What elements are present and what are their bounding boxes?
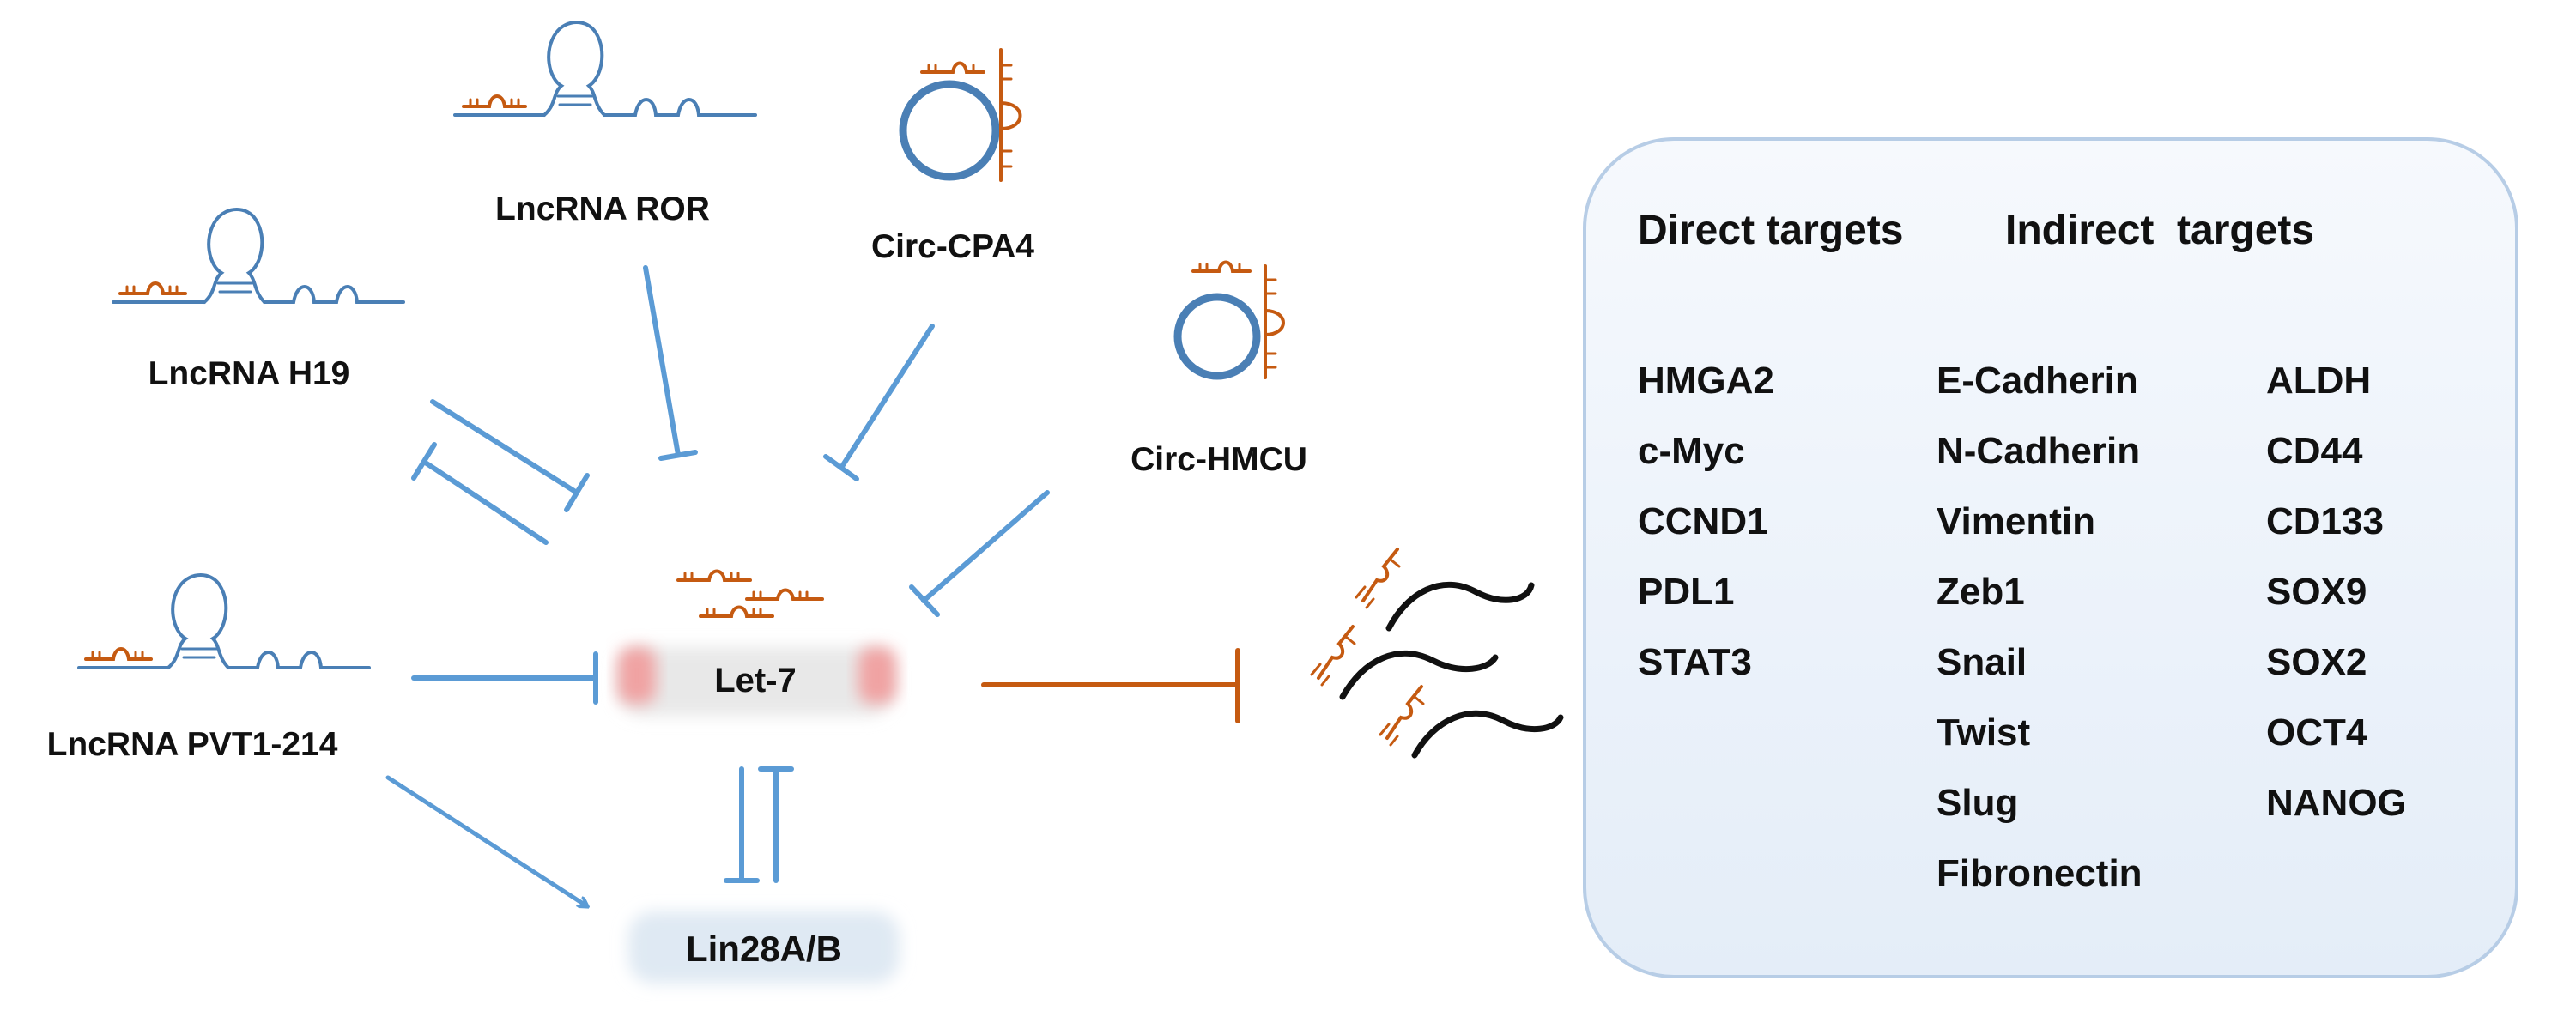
target-gene-indirect_stem-4: SOX2 [2266,641,2367,683]
target-gene-indirect_emt-2: Vimentin [1937,500,2095,542]
target-gene-indirect_stem-3: SOX9 [2266,571,2367,613]
edge-pvt1-activates-lin28 [385,775,587,906]
target-gene-indirect_emt-0: E-Cadherin [1937,360,2138,402]
edge-h19-inhibits-let7-bar [564,473,590,512]
target-gene-direct-4: STAT3 [1638,641,1752,683]
edge-let7-inhibits-targets [981,648,1240,723]
target-gene-indirect_stem-1: CD44 [2266,430,2363,472]
lin28-node: Lin28A/B [628,911,900,984]
lin28-blur-background [628,911,900,984]
edge-ror-inhibits-let7-bar [658,450,698,461]
label-let7: Let-7 [714,662,797,699]
edge-hmcu-inhibits-let7 [921,490,1050,603]
target-gene-indirect_stem-2: CD133 [2266,500,2384,542]
target-gene-direct-3: PDL1 [1638,571,1734,613]
target-mrna-icon [1310,548,1564,759]
edge-hmcu-inhibits-let7-bar [909,584,940,617]
label-lin28ab: Lin28A/B [686,929,842,969]
edge-cpa4-inhibits-let7-bar [823,454,859,481]
target-gene-indirect_emt-5: Twist [1937,711,2031,754]
target-gene-indirect_stem-0: ALDH [2266,360,2371,402]
target-gene-indirect_emt-1: N-Cadherin [1937,430,2140,472]
target-gene-indirect_emt-7: Fibronectin [1937,852,2143,894]
target-gene-indirect_stem-6: NANOG [2266,782,2407,824]
label-lncrna-pvt1-214: LncRNA PVT1-214 [47,726,338,763]
label-lncrna-h19: LncRNA H19 [148,355,350,392]
edge-h19-inhibits-let7 [430,399,579,495]
target-gene-indirect_emt-4: Snail [1937,641,2027,683]
label-lncrna-ror: LncRNA ROR [495,191,710,227]
lncrna-h19-icon [112,208,405,304]
targets-panel: Direct targets Indirect targets HMGA2 c-M… [1583,137,2518,978]
let7-blur-background [618,647,893,716]
target-gene-direct-2: CCND1 [1638,500,1768,542]
target-gene-indirect_emt-3: Zeb1 [1937,571,2025,613]
let7-blur-left [618,647,656,704]
indirect-targets-header: Indirect targets [2005,208,2314,253]
target-gene-indirect_stem-5: OCT4 [2266,711,2367,754]
label-circ-cpa4: Circ-CPA4 [871,228,1034,265]
let7-mirna-icon [676,569,824,618]
targets-panel-background [1583,137,2518,978]
target-gene-direct-1: c-Myc [1638,430,1745,472]
label-circ-hmcu: Circ-HMCU [1130,441,1307,478]
direct-targets-header: Direct targets [1638,208,1903,253]
edge-ror-inhibits-let7 [643,265,681,457]
target-gene-direct-0: HMGA2 [1638,360,1774,402]
let7-blur-right [858,647,896,704]
inhibition-edges [411,265,1050,883]
lncrna-ror-icon [453,21,757,117]
indirect-targets-emt-list: E-CadherinN-CadherinVimentinZeb1SnailTwi… [1937,360,2143,894]
edge-let7-inhibits-h19 [421,459,549,545]
edge-cpa4-inhibits-let7 [839,324,935,470]
lncrna-pvt1-214-icon [77,573,371,669]
target-gene-indirect_emt-6: Slug [1937,782,2018,824]
circ-cpa4-icon [899,48,1022,182]
let7-node: Let-7 [618,647,896,716]
edge-let7-inhibits-h19-bar [411,442,437,481]
circ-hmcu-icon [1173,260,1285,380]
